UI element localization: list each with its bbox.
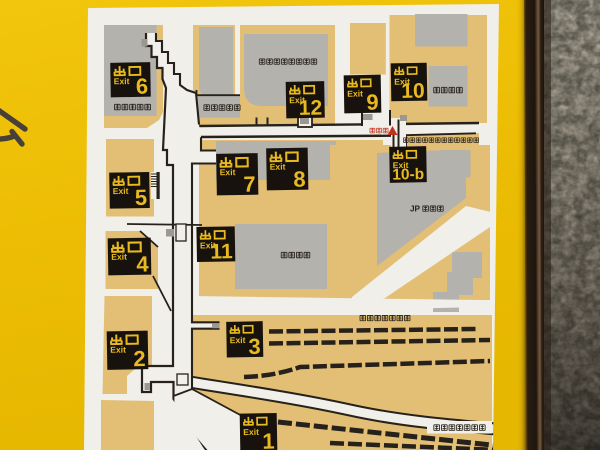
svg-text:4: 4 [136,251,149,276]
svg-text:Exit: Exit [394,76,410,86]
svg-text:7: 7 [243,171,256,196]
svg-text:Exit: Exit [110,345,126,355]
svg-text:Exit: Exit [393,160,409,170]
svg-text:11: 11 [210,240,233,263]
svg-text:9: 9 [366,90,379,115]
svg-text:Exit: Exit [230,335,246,345]
svg-text:Exit: Exit [289,95,305,105]
svg-text:Exit: Exit [243,427,259,437]
svg-text:8: 8 [293,166,306,191]
svg-text:Exit: Exit [347,88,363,98]
svg-text:5: 5 [135,185,148,210]
svg-text:12: 12 [299,97,323,120]
svg-text:Exit: Exit [270,162,286,172]
svg-text:2: 2 [133,346,146,371]
svg-text:3: 3 [248,334,261,359]
svg-text:Exit: Exit [113,186,129,196]
svg-text:10: 10 [401,80,425,103]
svg-text:JP: JP [410,205,421,214]
svg-text:Exit: Exit [200,240,216,250]
svg-text:10-b: 10-b [392,166,424,184]
svg-text:Exit: Exit [111,252,127,262]
svg-text:1: 1 [262,429,275,450]
svg-text:Exit: Exit [114,76,130,86]
svg-text:Exit: Exit [220,167,236,177]
svg-text:6: 6 [136,73,149,98]
